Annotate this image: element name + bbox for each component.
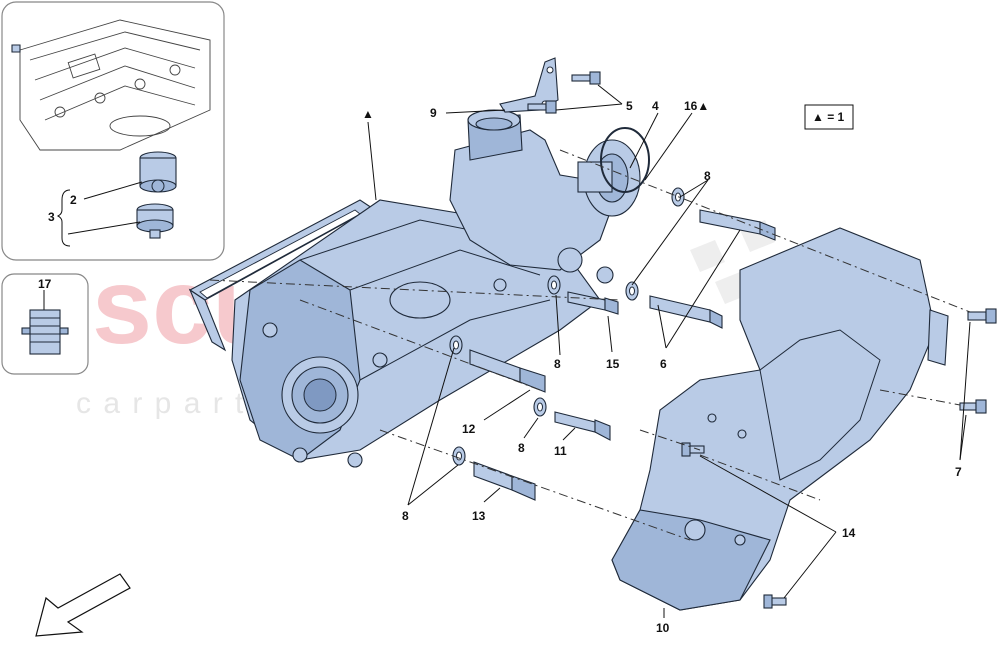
oil-tank-cover-10 xyxy=(611,227,949,611)
upper-pump-housing xyxy=(449,109,621,292)
stud-6-lower xyxy=(649,295,723,329)
leader-lines xyxy=(367,84,971,618)
callouts: ▲ 9 5 4 16▲ 8 8 15 6 12 8 11 8 13 7 14 1… xyxy=(362,99,962,635)
stud-6-upper xyxy=(699,209,776,241)
arrow-down-left-icon xyxy=(35,573,131,637)
callout-11: 11 xyxy=(554,444,567,458)
spacer-12 xyxy=(469,349,546,393)
washer-8-13 xyxy=(452,446,466,466)
alignment-lines xyxy=(209,149,971,541)
engine-block-sketch xyxy=(11,19,211,151)
oil-filter-cartridge xyxy=(139,151,177,193)
o-ring-16 xyxy=(600,127,650,193)
callout-4: 4 xyxy=(652,99,659,113)
bolt-5a xyxy=(571,71,601,85)
bolt-14b xyxy=(763,594,787,609)
oil-filter-housing xyxy=(136,203,174,239)
callout-17: 17 xyxy=(38,277,52,291)
bolt-5b xyxy=(527,100,557,114)
cover-plate-4 xyxy=(577,139,641,217)
oil-pump-body xyxy=(231,199,601,468)
callout-15: 15 xyxy=(606,357,620,371)
watermark-sub: c a r p a r t s xyxy=(76,387,273,420)
inset-part-17-panel: 17 xyxy=(1,273,89,375)
bolt-15 xyxy=(567,291,619,315)
callout-16: 16▲ xyxy=(684,99,709,113)
washer-8-15 xyxy=(547,275,561,295)
callout-8-lower: 8 xyxy=(518,441,525,455)
legend-text: ▲ = 1 xyxy=(812,110,845,124)
callout-3: 3 xyxy=(48,210,55,224)
spacer-13 xyxy=(473,461,536,501)
legend-box: ▲ = 1 xyxy=(804,104,854,130)
part-17-shape xyxy=(21,309,69,355)
callout-8-mid: 8 xyxy=(554,357,561,371)
washer-8-mid xyxy=(625,281,639,301)
washer-8-12 xyxy=(449,335,463,355)
callout-8-upper: 8 xyxy=(704,169,711,183)
bolt-7a xyxy=(967,308,997,324)
callout-8-bottom: 8 xyxy=(402,509,409,523)
callout-7: 7 xyxy=(955,465,962,479)
callout-2: 2 xyxy=(70,193,77,207)
inset-engine-panel: 2 3 xyxy=(1,1,225,261)
bolt-11 xyxy=(554,411,611,441)
callout-6: 6 xyxy=(660,357,667,371)
callout-triangle-top: ▲ xyxy=(362,107,374,121)
callout-10: 10 xyxy=(656,621,670,635)
bolt-7b xyxy=(959,399,987,414)
callout-12: 12 xyxy=(462,422,476,436)
callout-9: 9 xyxy=(430,106,437,120)
bolt-14a xyxy=(681,442,705,457)
callout-14: 14 xyxy=(842,526,856,540)
callout-5: 5 xyxy=(626,99,633,113)
washer-8-11 xyxy=(533,397,547,417)
callout-13: 13 xyxy=(472,509,486,523)
